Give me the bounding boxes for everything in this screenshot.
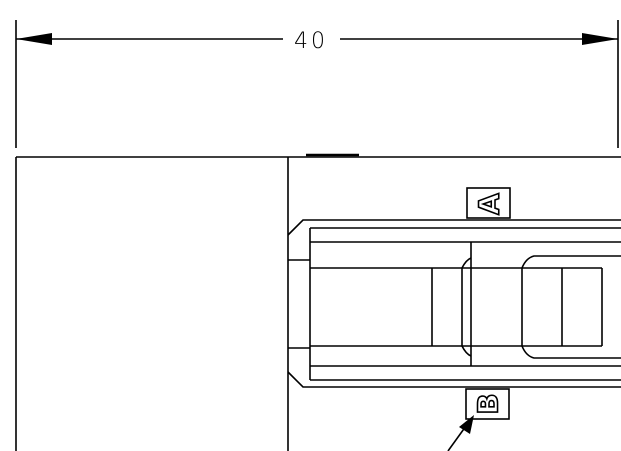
dimension-arrow-left: [16, 33, 52, 45]
section-marker-a: A: [466, 187, 511, 219]
section-label-b: B: [472, 393, 505, 414]
section-label-a: A: [473, 193, 506, 215]
dimension-value: 40: [294, 29, 328, 54]
section-marker-b: B: [465, 388, 510, 420]
dimension-arrow-right: [582, 33, 618, 45]
part-outline: [15, 153, 621, 451]
leader-arrow: [447, 415, 474, 451]
